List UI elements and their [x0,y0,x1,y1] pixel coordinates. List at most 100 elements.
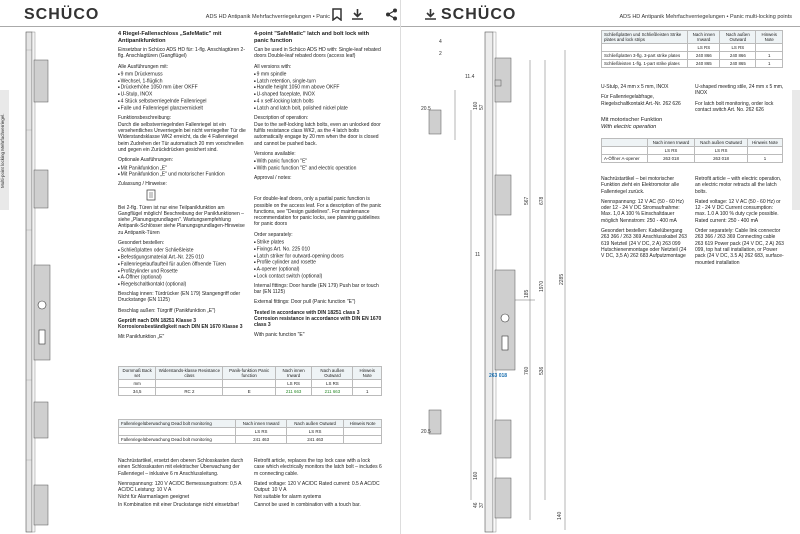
share-icon[interactable] [384,8,398,22]
english-column: 4-point "SafeMatic" latch and bolt lock … [254,31,382,340]
dim-label: 20.5 [421,429,431,435]
de-order-head: Gesondert bestellen: [118,240,165,246]
list-item: Befestigungsmaterial Art.-Nr. 225 010 [118,254,246,261]
download-icon[interactable] [350,8,364,22]
strike-note-de: U-Stulp, 24 mm x 5 mm, INOX [601,84,669,90]
en-outside: External fittings: Door pull (Panic func… [254,299,356,306]
table-cell: Schließleisten 1-flg. 1-part strike plat… [600,59,689,68]
table-subheader: mm [117,379,157,388]
header-rule [401,26,800,27]
german-column: 4 Riegel-Fallenschloss „SafeMatic" mit A… [118,31,246,342]
dim-label: 11.4 [465,74,475,80]
dim-label: 20.5 [421,106,431,112]
table-row: Schließleisten 1-flg. 1-part strike plat… [600,59,783,68]
dim-label: 678 [539,196,545,205]
de-tech: Nennspannung: 120 V AC/DC Bemessungsstro… [118,480,242,494]
article-number[interactable]: 241 463 [286,435,345,444]
list-item: U-Stulp, INOX [118,91,246,98]
side-tab [0,90,9,210]
list-item: A-Öffner (optional) [118,274,246,281]
motor-desc-de: Nachrüstartikel – bei motorischer Funkti… [601,176,680,195]
en-title: 4-point "SafeMatic" latch and bolt lock … [254,31,370,44]
motor-table: Nach innen Inward Nach außen Outward Hin… [601,138,783,163]
article-number[interactable]: 263 018 [646,154,696,163]
table-row: Schließplatten 3-flg. 3-part strike plat… [600,51,783,60]
motor-order-en: Order separately: Cable link connector 2… [695,228,784,266]
de-function-head: Funktionsbeschreibung: [118,114,172,121]
article-number[interactable]: 211 663 [274,387,313,396]
en-panic-e: With panic function "E" [254,332,305,339]
article-number[interactable]: 240 866 [687,51,721,60]
de-approval: Zulassung / Hinweise: [118,181,167,188]
list-item: With panic function "E" and electric ope… [254,165,382,172]
table-header: Hinweis Note [352,366,382,380]
list-item: 9 mm spindle [254,71,382,78]
table-header: Nach innen Inward [646,138,696,147]
en-note1: Not suitable for alarm systems [254,494,322,501]
dim-label: 37 [479,502,485,508]
article-number[interactable]: 240 866 [719,51,757,60]
de-note1: Nicht für Alarmanlagen geeignet [118,494,190,501]
de-retrofit: Nachrüstartikel, ersetzt den oberen Schl… [118,458,244,477]
motor-en-column: Retrofit article – with electric operati… [695,176,785,267]
en-function-head: Description of operation: [254,114,309,121]
lock-technical-drawing: 4 2 20.5 11.4 57 160 567 678 2285 1970 1… [421,31,566,533]
list-item: Riegelschaltkontakt (optional) [118,281,246,288]
list-item: Strike plates [254,239,382,246]
table-subheader [352,379,382,388]
list-item: 9 mm Drückernuss [118,71,246,78]
table-cell: Schließplatten 3-flg. 3-part strike plat… [600,51,689,60]
table-cell: 1 [352,387,382,396]
list-item: Latch retention, single-turn [254,78,382,85]
table-subheader: LS RS [719,43,757,52]
article-number[interactable]: 211 663 [311,387,354,396]
list-item: Latch and latch bolt, polished nickel pl… [254,105,382,112]
dim-label: 160 [473,471,479,480]
deadbolt-monitoring-table: Fallenriegelüberwachung Dead bolt monito… [117,419,382,444]
table-header: Hinweis Note [343,419,382,428]
list-item: Mit Panikfunktion „E" [118,165,246,172]
motor-tech-de: Nennspannung: 12 V AC (50 - 60 Hz) oder … [601,198,684,224]
motor-desc-en: Retrofit article – with electric operati… [695,176,782,195]
de-panic-e: Mit Panikfunktion „E" [118,334,165,341]
table-subheader: LS RS [286,427,345,436]
en-tech: Rated voltage: 120 V AC/DC Rated current… [254,480,380,494]
bolt-note-de: Für Fallenriegelabfrage, Riegelschaltkon… [601,94,681,107]
table-header: Nach außen Outward [286,419,345,428]
de-versions-head: Alle Ausführungen mit: [118,63,169,70]
en-fittings: Internal fittings: Door handle (EN 179) … [254,282,379,295]
left-page: SCHÜCO ADS HD Antipanik Mehrfachverriege… [0,0,400,534]
bookmark-icon[interactable] [330,8,344,22]
part-number-label: 263 018 [489,373,507,379]
motor-order-de: Gesondert bestellen: Kabelübergang 263 3… [601,228,687,260]
table-subheader: LS RS [687,43,721,52]
table-row: Fallenriegelüberwachung Dead bolt monito… [117,435,382,444]
article-number[interactable]: 241 463 [235,435,288,444]
en-order-head: Order separately: [254,231,293,238]
side-tab-label: Multi-point locking Mehrfachverriegel. [0,113,5,188]
en-versions-head: All versions with: [254,63,292,70]
article-number[interactable]: 240 865 [719,59,757,68]
strike-notes-de: U-Stulp, 24 mm x 5 mm, INOX Für Fallenri… [601,84,689,108]
en-tested: Tested in accordance with DIN 18251 clas… [254,309,382,329]
en-intro: Can be used in Schüco ADS HD with: Singl… [254,47,381,60]
table-cell: 1 [747,154,783,163]
table-header: Hinweis Note [747,138,783,147]
schuco-logo: SCHÜCO [441,6,517,23]
table-header: Nach innen Inward [274,366,313,380]
table-row: 34,5 RC 2 E 211 663 211 663 1 [117,387,382,396]
table-header: Hinweis Note [755,30,783,44]
article-number[interactable]: 263 018 [694,154,748,163]
strike-notes-en: U-shaped meeting stile, 24 mm x 5 mm, IN… [695,84,785,114]
table-subheader [747,146,783,155]
list-item: Fixings Art. No. 225 010 [254,246,382,253]
dim-label: 140 [557,511,563,520]
en-retrofit: Retrofit article, replaces the top lock … [254,458,382,477]
article-number[interactable]: 240 865 [687,59,721,68]
table-cell [343,435,382,444]
de-outside: Beschlag außen: Türgriff (Panikfunktion … [118,307,216,314]
download-icon[interactable] [423,8,437,22]
de-options-head: Optionale Ausführungen: [118,157,174,164]
page-header: ADS HD Antipanik Mehrfachverriegelungen … [619,14,792,20]
table-cell: 34,5 [117,387,157,396]
